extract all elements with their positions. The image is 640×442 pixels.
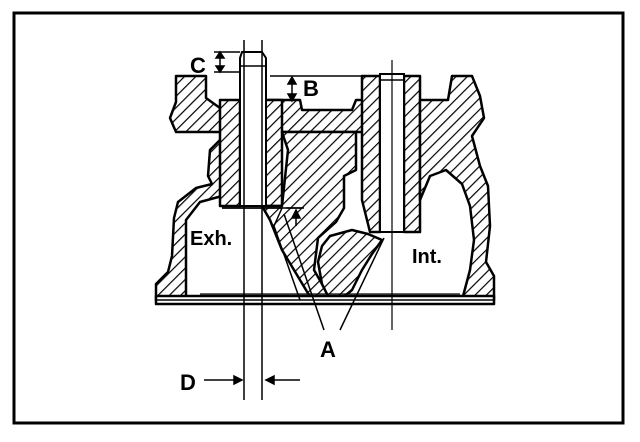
intake-guide-boss-right <box>402 74 422 234</box>
intake-port-floor <box>316 228 384 302</box>
label-c: C <box>190 53 206 78</box>
leader-lines-a <box>283 213 385 331</box>
intake-guide-boss <box>360 74 382 234</box>
figure-frame <box>12 11 625 425</box>
right-outer-wall <box>418 74 496 302</box>
dimension-d <box>204 374 300 386</box>
head-casting <box>154 74 496 306</box>
dimension-c <box>214 50 240 74</box>
exhaust-guide-boss <box>218 98 242 208</box>
label-a: A <box>320 337 336 362</box>
exhaust-seat-marker <box>286 207 304 226</box>
label-d: D <box>180 370 196 395</box>
dimension-b <box>270 75 380 103</box>
exhaust-valve-stem <box>239 51 267 207</box>
intake-valve <box>379 60 405 330</box>
label-intake: Int. <box>412 246 442 268</box>
label-exhaust: Exh. <box>190 228 232 250</box>
label-b: B <box>303 76 319 101</box>
